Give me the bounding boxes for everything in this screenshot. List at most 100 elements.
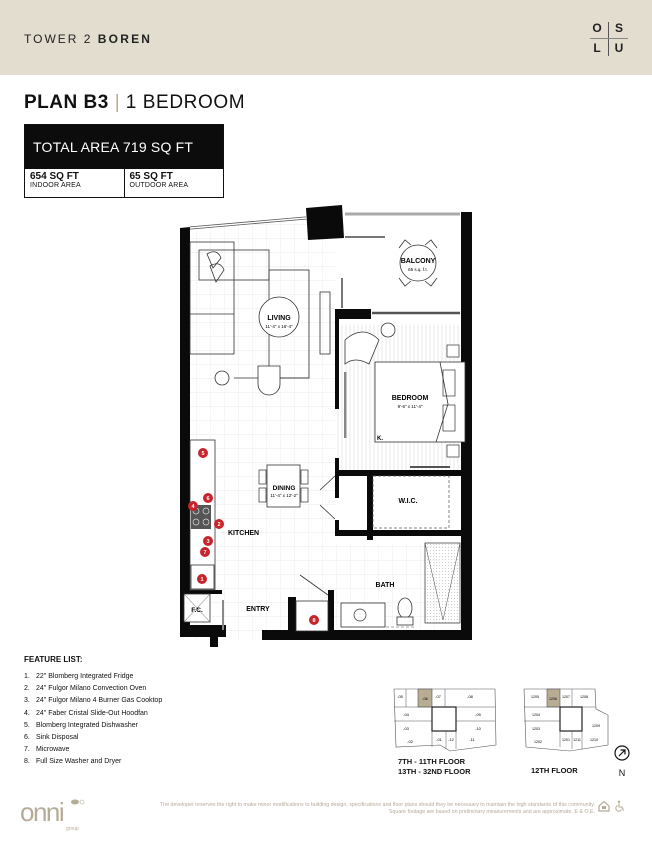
marker-5: 5 xyxy=(198,448,208,458)
marker-7: 7 xyxy=(200,547,210,557)
svg-text:1204: 1204 xyxy=(532,713,540,717)
oslu-logo: O S L U xyxy=(588,20,630,58)
svg-text:-02: -02 xyxy=(407,739,414,744)
marker-4: 4 xyxy=(188,501,198,511)
keyplan-12th: 1205 1206 1207 1208 1204 1209 1203 1202 … xyxy=(523,688,609,752)
feature-list: FEATURE LIST: 1.22" Blomberg Integrated … xyxy=(24,655,162,771)
tv-console xyxy=(319,291,331,355)
outdoor-area-label: OUTDOOR AREA xyxy=(129,182,189,189)
feature-item: 8.Full Size Washer and Dryer xyxy=(24,758,122,766)
feature-item: 5.Blomberg Integrated Dishwasher xyxy=(24,721,138,729)
logo-text: onni xyxy=(20,797,64,827)
balcony-table xyxy=(399,244,437,282)
plan-name: PLAN B3 xyxy=(24,92,109,113)
svg-text:2: 2 xyxy=(217,522,220,528)
svg-text:-08: -08 xyxy=(467,694,474,699)
plan-separator: | xyxy=(114,92,120,113)
disclaimer-text: The developer reserves the right to make… xyxy=(159,802,595,815)
logo-subtext: group xyxy=(66,826,79,832)
armchair xyxy=(257,365,281,396)
svg-text:1: 1 xyxy=(200,577,203,583)
vanity xyxy=(340,602,386,628)
side-table xyxy=(214,370,230,386)
north-arrow: N xyxy=(614,745,630,778)
room-label-living: LIVING xyxy=(267,315,291,322)
marker-8: 8 xyxy=(309,615,319,625)
onni-logo: onni group xyxy=(20,797,90,838)
room-label-wic: W.I.C. xyxy=(398,498,417,505)
feature-item: 7.Microwave xyxy=(24,746,70,754)
indoor-area-label: INDOOR AREA xyxy=(30,182,81,189)
svg-text:1205: 1205 xyxy=(531,695,539,699)
feature-item: 2.24" Fulgor Milano Convection Oven xyxy=(24,685,147,693)
svg-text:1209: 1209 xyxy=(592,724,600,728)
outdoor-area: 65 SQ FT OUTDOOR AREA xyxy=(123,169,224,197)
svg-text:6: 6 xyxy=(206,496,209,502)
bedroom-chair xyxy=(344,331,380,365)
room-size-dining: 11'-4" x 12'-2" xyxy=(270,493,298,498)
svg-text:-06: -06 xyxy=(422,696,429,701)
plan-type: 1 BEDROOM xyxy=(125,92,246,113)
room-size-balcony: 65 s.q. f.t. xyxy=(408,267,428,272)
tower-name: BOREN xyxy=(97,32,153,46)
shower xyxy=(424,542,461,624)
svg-text:-04: -04 xyxy=(403,712,410,717)
coffee-table xyxy=(258,296,300,338)
logo-divider xyxy=(608,22,609,56)
svg-text:1201: 1201 xyxy=(562,738,570,742)
keyplan-typical-label: 7TH - 11TH FLOOR 13TH - 32ND FLOOR xyxy=(398,757,471,776)
floor-plan: LIVING 11'-4" x 16'-4" BALCONY 65 s.q. f… xyxy=(180,205,472,647)
svg-text:1210: 1210 xyxy=(590,738,598,742)
marker-1: 1 xyxy=(197,574,207,584)
walls xyxy=(180,205,472,647)
svg-text:1207: 1207 xyxy=(562,695,570,699)
feature-item: 3.24" Fulgor Milano 4 Burner Gas Cooktop xyxy=(24,697,163,705)
svg-text:1202: 1202 xyxy=(534,740,542,744)
svg-text:1206: 1206 xyxy=(549,697,557,701)
feature-markers: 1 2 3 4 5 6 7 8 xyxy=(188,448,319,625)
room-label-balcony: BALCONY xyxy=(401,258,436,265)
total-area: TOTAL AREA 719 SQ FT xyxy=(25,125,223,169)
tower-title: TOWER 2 BOREN xyxy=(24,32,152,46)
keyplan-typical: -05 -06 -07 -08 -04 -09 -03 -10 -02 -01 … xyxy=(393,688,497,752)
north-arrow-icon xyxy=(614,745,630,761)
room-size-living: 11'-4" x 16'-4" xyxy=(265,324,293,329)
feature-item: 6.Sink Disposal xyxy=(24,733,79,741)
plan-title: PLAN B3|1 BEDROOM xyxy=(24,92,245,114)
svg-text:-03: -03 xyxy=(403,726,410,731)
svg-text:-11: -11 xyxy=(469,737,475,742)
indoor-area: 654 SQ FT INDOOR AREA xyxy=(25,169,124,197)
marker-3: 3 xyxy=(203,536,213,546)
svg-text:8: 8 xyxy=(312,618,315,624)
logo-letter-l: L xyxy=(593,41,601,55)
bed xyxy=(374,361,466,443)
marker-2: 2 xyxy=(214,519,224,529)
svg-text:-12: -12 xyxy=(448,737,455,742)
room-label-kitchen: KITCHEN xyxy=(228,530,259,537)
svg-text:1211: 1211 xyxy=(573,738,581,742)
outdoor-area-value: 65 SQ FT xyxy=(129,171,173,182)
room-label-bedroom: BEDROOM xyxy=(392,395,429,402)
toilet xyxy=(397,597,413,619)
cooktop xyxy=(191,505,211,529)
svg-text:-01: -01 xyxy=(436,737,443,742)
feature-item: 1.22" Blomberg Integrated Fridge xyxy=(24,673,134,680)
room-label-dining: DINING xyxy=(273,485,296,492)
room-label-fc: F.C. xyxy=(191,607,203,614)
page-header: TOWER 2 BOREN O S L U xyxy=(0,0,652,75)
wic-shelving xyxy=(372,475,450,529)
marker-6: 6 xyxy=(203,493,213,503)
sofa xyxy=(189,241,270,355)
logo-letter-u: U xyxy=(614,41,624,55)
keyplan-12th-label: 12TH FLOOR xyxy=(531,766,578,775)
svg-text:1203: 1203 xyxy=(532,727,540,731)
svg-text:1208: 1208 xyxy=(580,695,588,699)
tower-prefix: TOWER 2 xyxy=(24,32,93,46)
feature-list-title: FEATURE LIST: xyxy=(24,655,83,664)
svg-text:-09: -09 xyxy=(475,712,482,717)
room-size-bedroom: 9'-6" x 11'-4" xyxy=(398,404,423,409)
accessibility-icon xyxy=(615,800,625,812)
indoor-area-value: 654 SQ FT xyxy=(30,171,79,182)
feature-item: 4.24" Faber Cristal Slide-Out Hoodfan xyxy=(24,709,148,717)
logo-divider xyxy=(590,38,628,39)
